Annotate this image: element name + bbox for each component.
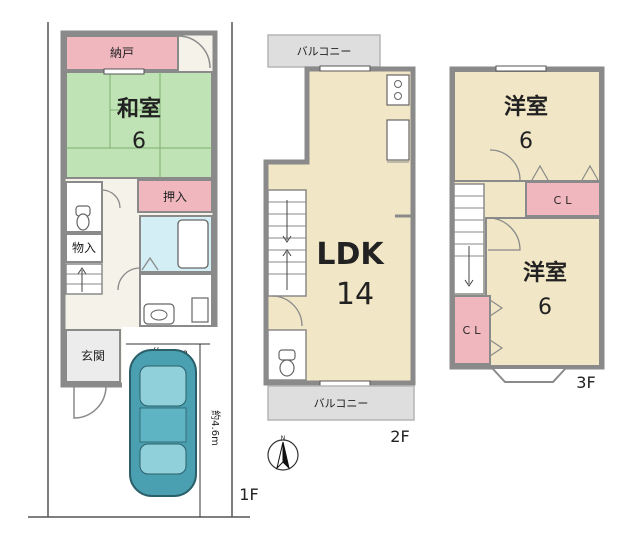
balcony-top-label: バルコニー [297, 45, 352, 58]
window [319, 65, 371, 72]
floor-2-label: 2F [390, 427, 409, 446]
room-monoire [65, 233, 103, 263]
toilet-bowl-icon [279, 359, 295, 377]
washbasin-bowl [150, 309, 168, 321]
closet-door-swing [489, 299, 504, 357]
toilet-icon [278, 349, 296, 361]
door-swing [141, 256, 159, 271]
parking-length-label: 約4.6m [209, 410, 222, 446]
floor-1: 納戸 和室 6 押入 物入 [28, 22, 259, 518]
stove-icon [386, 74, 410, 106]
floor-3: 洋室 6 ＣＬ 洋室 6 ＣＬ 3F [449, 65, 605, 392]
door-swing [489, 149, 521, 181]
stairs-3f [453, 183, 485, 295]
burner [394, 92, 402, 100]
room-ldk-label: LDK [316, 237, 385, 272]
door-swing [101, 189, 121, 209]
window [495, 65, 547, 72]
room-ldk [263, 66, 416, 386]
room-oshiire [137, 179, 213, 213]
closet-2 [453, 295, 491, 365]
bathtub-icon [177, 219, 209, 269]
washbasin-icon [143, 303, 175, 325]
floor-3-label: 3F [576, 373, 595, 392]
room-yoshitsu-2 [485, 217, 601, 367]
room-monoire-label: 物入 [72, 241, 96, 255]
entrance-door-swing [73, 385, 107, 419]
room-washitsu-label: 和室 [117, 96, 161, 122]
stairs-1f [65, 263, 103, 295]
toilet-bowl-icon [76, 213, 90, 231]
room-yoshitsu-1-label: 洋室 [504, 94, 548, 120]
sink-icon [386, 119, 410, 161]
closet-1 [525, 181, 601, 217]
closet-door-swing [531, 164, 599, 181]
room-yoshitsu-1-size: 6 [519, 129, 533, 154]
door-swing [271, 295, 303, 327]
room-washitsu-size: 6 [132, 129, 146, 154]
floor-1-label: 1F [239, 485, 258, 504]
stairs-2f [267, 189, 307, 297]
room-yoshitsu-1 [453, 70, 601, 182]
washing-machine-icon [191, 297, 209, 323]
burner [394, 80, 402, 88]
room-genkan-label: 玄関 [81, 348, 105, 363]
compass-icon: N [267, 435, 299, 471]
balcony-top [267, 34, 381, 68]
door-swing [487, 217, 521, 251]
balcony-bottom [267, 385, 415, 421]
door-swing [177, 35, 211, 69]
room-nando-label: 納戸 [110, 46, 134, 60]
car-icon [129, 349, 197, 497]
room-yoshitsu-2-size: 6 [538, 295, 552, 320]
floor-2: バルコニー LDK 14 [263, 34, 416, 471]
balcony-bottom-label: バルコニー [314, 397, 369, 410]
compass-north-label: N [281, 435, 286, 442]
window [103, 68, 145, 75]
room-washitsu [65, 71, 213, 179]
room-yoshitsu-2-label: 洋室 [523, 260, 567, 286]
room-genkan [65, 329, 121, 383]
bay-window [492, 368, 566, 383]
room-ldk-size: 14 [336, 277, 374, 312]
closet-1-label: ＣＬ [552, 194, 574, 207]
closet-2-label: ＣＬ [461, 324, 483, 337]
room-oshiire-label: 押入 [163, 190, 187, 204]
door-swing [117, 267, 141, 291]
